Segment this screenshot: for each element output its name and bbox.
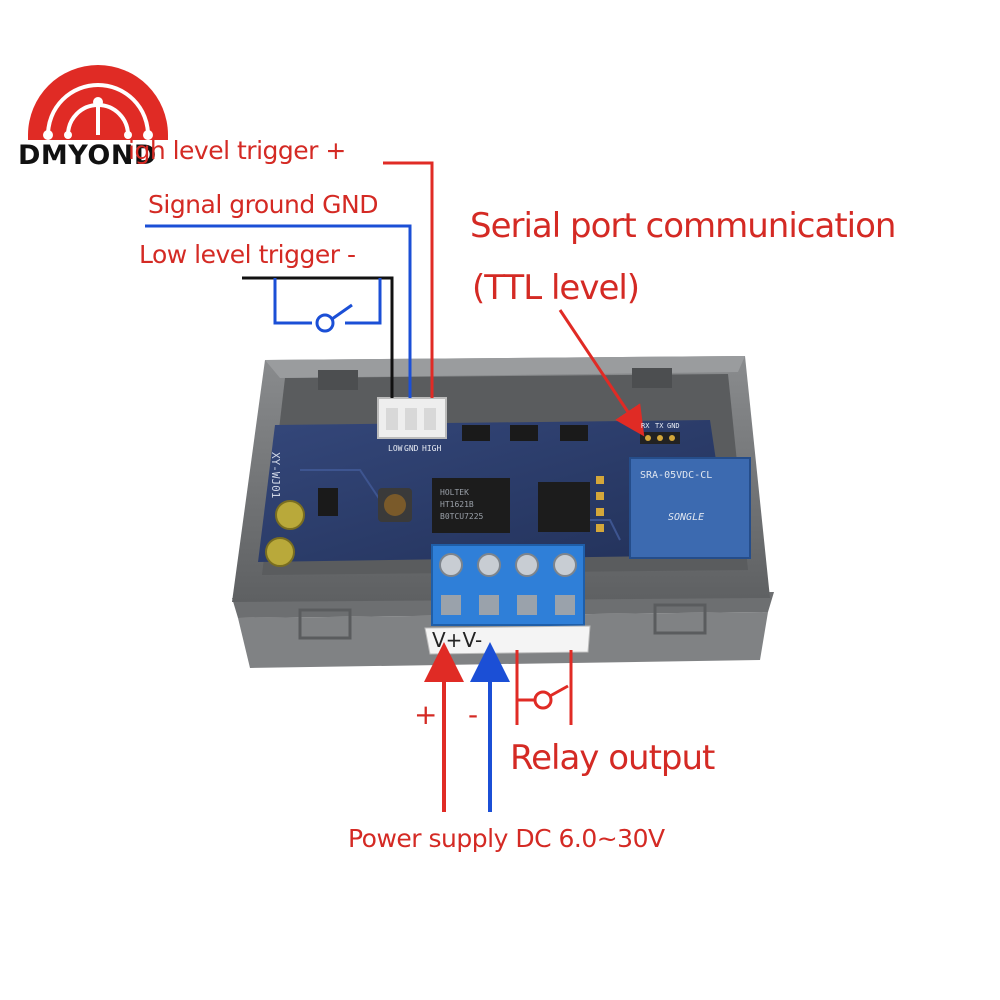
power-wires	[424, 642, 510, 812]
chip-line-2: HT1621B	[440, 500, 474, 509]
serial-pin-gnd: GND	[667, 422, 680, 430]
serial-pin-tx: TX	[655, 422, 664, 430]
connector-pin-low: LOW	[388, 444, 403, 453]
low-trigger-label: Low level trigger -	[139, 240, 356, 269]
chip-line-1: HOLTEK	[440, 488, 469, 497]
high-trigger-label: igh level trigger +	[128, 136, 346, 165]
power-supply-label: Power supply DC 6.0~30V	[348, 824, 665, 853]
pcb-board	[258, 397, 751, 567]
chip-line-3: B0TCU7225	[440, 512, 484, 521]
plus-label: +	[414, 698, 438, 731]
signal-wires	[145, 161, 434, 398]
signal-ground-label: Signal ground GND	[148, 190, 378, 219]
connector-pin-gnd: GND	[404, 444, 419, 453]
brand-logo-icon	[28, 65, 168, 140]
relay-output-label: Relay output	[510, 738, 715, 778]
brand-name: DMYOND	[18, 140, 157, 171]
ttl-level-label: (TTL level)	[472, 268, 640, 308]
terminal-block	[424, 544, 591, 655]
serial-pin-rx: RX	[641, 422, 650, 430]
terminal-labels: V+V-	[432, 628, 483, 652]
serial-port-label: Serial port communication	[470, 206, 896, 246]
relay-model-text: SRA-05VDC-CL	[640, 470, 713, 481]
serial-arrow	[558, 309, 645, 437]
relay-wires	[515, 650, 573, 725]
board-model-label: XY-WJ01	[269, 452, 282, 499]
relay-brand-text: SONGLE	[668, 512, 705, 523]
connector-pin-high: HIGH	[422, 444, 442, 453]
minus-label: -	[468, 698, 479, 731]
